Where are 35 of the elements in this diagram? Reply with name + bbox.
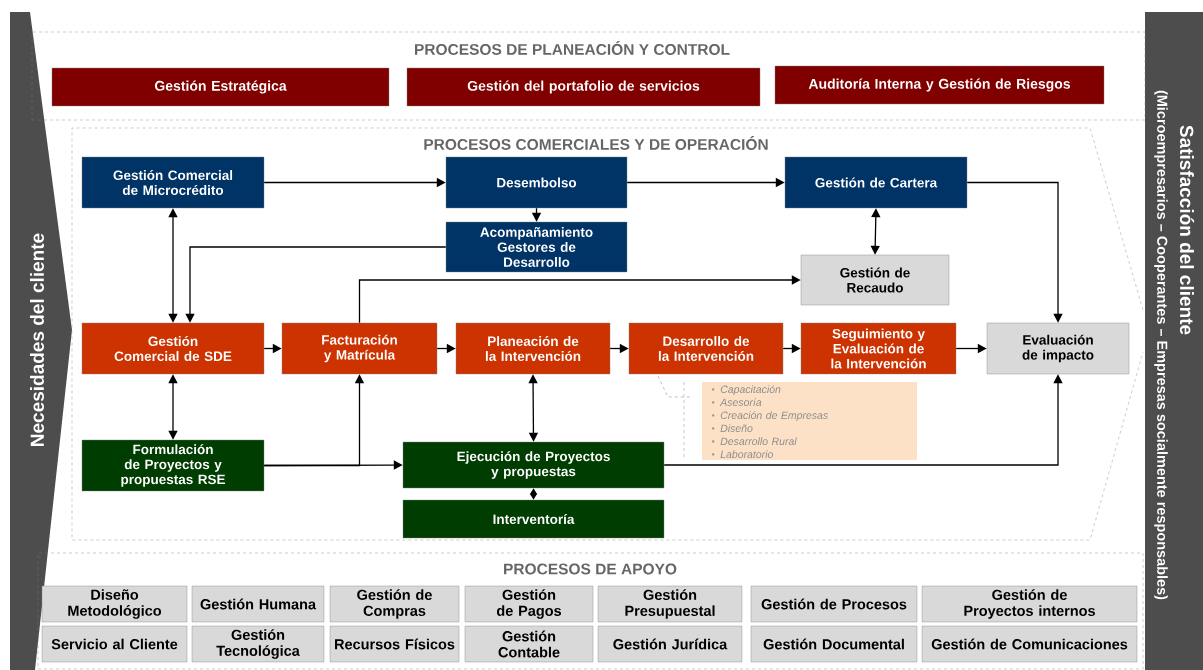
process-box: Desembolso xyxy=(445,156,628,209)
support-box: Gestión Jurídica xyxy=(597,625,743,663)
support-box: Gestión Presupuestal xyxy=(597,585,743,623)
callout-box: Capacitación Asesoría Creación de Empresas Diseño Desarrollo Rural Laboratorio xyxy=(702,382,917,460)
process-box: Acompañamiento Gestores de Desarrollo xyxy=(445,221,628,273)
process-box: Seguimiento y Evaluación de la Intervención xyxy=(800,322,957,375)
leader-line xyxy=(656,373,691,398)
support-box: Gestión de Compras xyxy=(329,585,460,623)
side-band: Satisfacción del cliente (Microempresarios – Cooperantes – Empresas socialmente responsables) xyxy=(1145,12,1203,670)
support-box: Gestión de Pagos xyxy=(464,585,594,623)
process-box: Evaluación de impacto xyxy=(986,322,1130,375)
support-box: Gestión de Proyectos internos xyxy=(921,585,1138,623)
process-box: Facturación y Matrícula xyxy=(281,322,438,375)
support-box: Gestión Documental xyxy=(750,625,918,663)
process-box: Gestión del portafolio de servicios xyxy=(406,67,761,107)
process-box: Gestión Comercial de SDE xyxy=(81,322,265,375)
process-box: Ejecución de Proyectos y propuestas xyxy=(402,441,665,489)
process-box: Desarrollo de la Intervención xyxy=(628,322,784,375)
support-box: Gestión Contable xyxy=(464,625,594,663)
support-box: Servicio al Cliente xyxy=(41,625,188,663)
process-box: Planeación de la Intervención xyxy=(455,322,611,375)
process-box: Auditoría Interna y Gestión de Riesgos xyxy=(774,65,1105,105)
process-box: Gestión de Cartera xyxy=(784,156,968,209)
support-box: Gestión Humana xyxy=(191,585,325,623)
process-box: Interventoría xyxy=(402,499,665,539)
support-box: Gestión Tecnológica xyxy=(191,625,325,663)
process-box: Gestión de Recaudo xyxy=(800,254,950,306)
support-box: Gestión de Procesos xyxy=(750,585,918,623)
support-box: Diseño Metodológico xyxy=(41,585,188,623)
support-box: Gestión de Comunicaciones xyxy=(921,625,1138,663)
support-box: Recursos Físicos xyxy=(329,625,460,663)
process-box: Gestión Estratégica xyxy=(51,67,390,107)
process-box: Gestión Comercial de Microcrédito xyxy=(81,156,265,209)
process-box: Formulación de Proyectos y propuestas RSE xyxy=(81,439,265,492)
arrow xyxy=(529,488,538,500)
